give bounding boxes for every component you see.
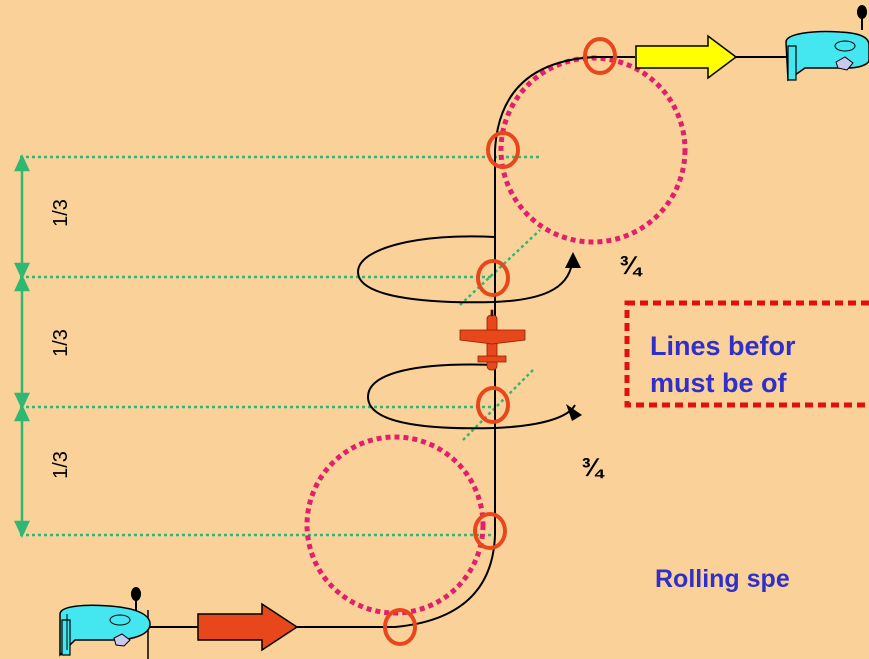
pilot-figure-icon-exit [785,5,869,82]
upper-roll [356,235,581,304]
lower-roll [366,363,582,430]
upper-loop-circle [498,55,688,245]
segment-label-bottom: 1/3 [50,451,72,479]
dimension-arrows [14,154,30,538]
lower-loop-circle [304,434,486,616]
segment-guides [20,155,541,537]
checkpoint-loop-exit [486,131,520,169]
flight-path [150,56,635,628]
note-line-1: Lines befor [650,331,796,361]
roll-label-upper: ¾ [619,250,643,280]
checkpoint-bottom [383,608,417,646]
pilot-figure-icon-entry [59,587,151,659]
note-box [624,300,869,408]
checkpoint-upper-roll [476,259,510,297]
exit-arrow-icon [635,34,738,80]
checkpoint-lower-roll [476,386,510,424]
entry-arrow-icon [197,602,299,652]
roll-arrow-head-lower [566,404,582,421]
segment-label-top: 1/3 [50,199,72,227]
roll-arrow-head-upper [565,252,581,268]
rolling-speed-text: Rolling spe [655,565,790,593]
note-line-2: must be of [650,368,788,398]
segment-label-middle: 1/3 [50,329,72,357]
checkpoint-top [583,37,617,75]
checkpoint-circles [383,37,617,646]
diagonal-guide-upper [459,229,541,306]
diagonal-guide-lower [462,367,536,441]
checkpoint-loop-entry [473,512,507,550]
roll-label-lower: ¾ [581,452,605,482]
airplane-icon [459,309,526,371]
